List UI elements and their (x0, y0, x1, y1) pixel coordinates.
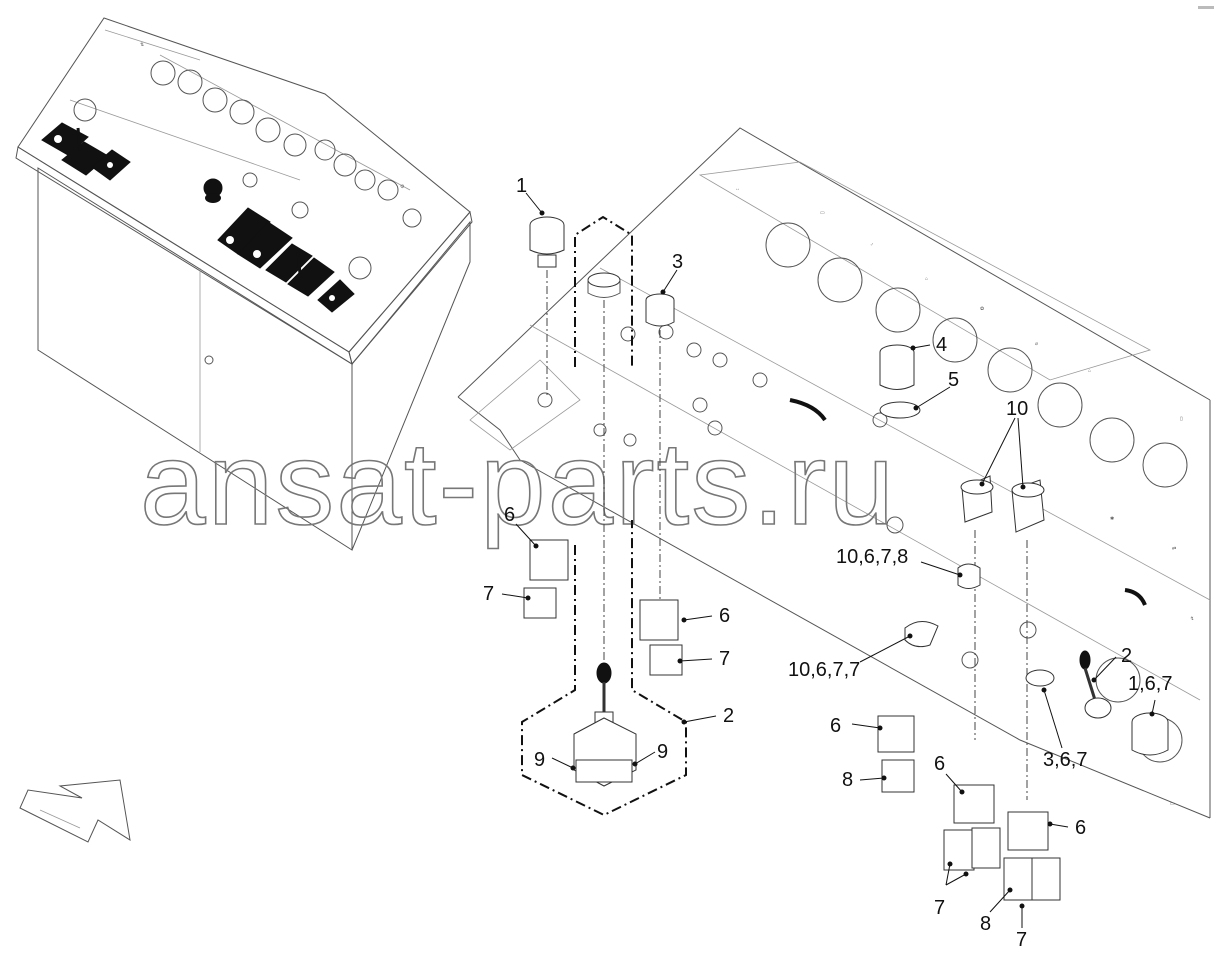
callout-label: 2 (1121, 645, 1132, 667)
callout-label: 5 (948, 369, 959, 391)
callout-label: 10 (1006, 398, 1028, 420)
button-1-part (529, 216, 565, 395)
leader-lines (501, 192, 1156, 928)
callout-label: 2 (723, 705, 734, 727)
corner-mark (1198, 6, 1214, 9)
callout-label: 3 (672, 251, 683, 273)
control-panel-large: ↔ ▭ ♂ ⌂ ✿ ⌀ ⌂ ▯ ✱ ⇄ ↯ ▭ (457, 127, 1211, 819)
callout-label: 1 (516, 175, 527, 197)
ring-5-part (879, 401, 921, 419)
callout-label: 10,6,7,7 (788, 659, 860, 681)
svg-text:▭: ▭ (820, 210, 825, 216)
svg-text:♂: ♂ (870, 242, 874, 248)
callout-label: 9 (657, 741, 668, 763)
callout-label: 6 (504, 504, 515, 526)
callout-label: 4 (936, 334, 947, 356)
watermark: ansat-parts.ru (140, 418, 896, 550)
svg-text:✿: ✿ (980, 306, 984, 312)
button-3-part (645, 293, 675, 600)
svg-text:⇄: ⇄ (1172, 546, 1176, 552)
joystick-assembly (521, 215, 687, 817)
orientation-arrow-icon (19, 779, 131, 843)
callout-label: 7 (483, 583, 494, 605)
lamp-part (1025, 669, 1055, 687)
svg-text:↯: ↯ (1190, 616, 1194, 622)
callout-label: 6 (830, 715, 841, 737)
callout-label: 10,6,7,8 (836, 546, 908, 568)
button-4-part (879, 344, 915, 390)
svg-text:✱: ✱ (1110, 516, 1114, 522)
svg-text:⇅: ⇅ (140, 42, 144, 48)
svg-text:⚙: ⚙ (400, 184, 405, 190)
selector-10-parts (904, 475, 1045, 800)
callout-label: 7 (1016, 929, 1027, 951)
callout-label: 3,6,7 (1043, 749, 1087, 771)
joystick-2-right (1079, 650, 1112, 719)
button-167-part (1131, 712, 1169, 756)
svg-text:⌂: ⌂ (925, 276, 928, 282)
svg-text:⌀: ⌀ (1035, 341, 1038, 347)
svg-text:▯: ▯ (1180, 416, 1183, 422)
callout-label: 6 (719, 605, 730, 627)
svg-text:▭: ▭ (1170, 801, 1175, 807)
callout-label: 8 (842, 769, 853, 791)
console-overview: ⇅ ⚙ (15, 17, 473, 551)
callout-labels: 1 3 4 5 10 6 7 10,6,7,8 6 7 10,6,7,7 2 1… (483, 175, 1172, 951)
callout-label: 7 (719, 648, 730, 670)
callout-label: 9 (534, 749, 545, 771)
callout-label: 1,6,7 (1128, 673, 1172, 695)
callout-label: 6 (1075, 817, 1086, 839)
svg-text:⌂: ⌂ (1088, 368, 1091, 374)
callout-label: 8 (980, 913, 991, 935)
svg-text:↔: ↔ (735, 186, 740, 192)
callout-label: 7 (934, 897, 945, 919)
callout-label: 6 (934, 753, 945, 775)
